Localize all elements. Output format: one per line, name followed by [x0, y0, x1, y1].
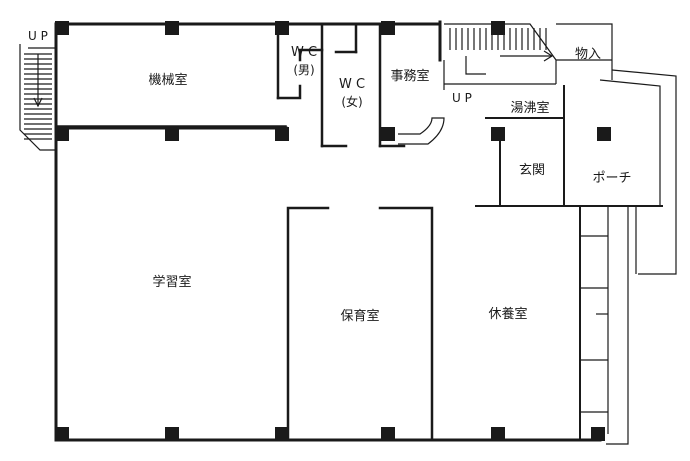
structural-column — [55, 127, 69, 141]
storage-label: 物入 — [575, 47, 601, 62]
stair-up-label-left: U P — [28, 29, 48, 43]
structural-column — [275, 127, 289, 141]
structural-column — [381, 427, 395, 441]
wc-men-sub-label: (男) — [293, 63, 314, 77]
office-walls — [378, 117, 445, 148]
structural-column — [381, 127, 395, 141]
wc-women-sub-label: (女) — [341, 94, 362, 109]
stair-up-label-right: U P — [452, 91, 472, 105]
structural-column — [165, 21, 179, 35]
entrance-walls — [475, 85, 663, 207]
porch-label: ポーチ — [592, 171, 631, 186]
structural-column — [591, 427, 605, 441]
structural-column — [55, 21, 69, 35]
wc-women-label: W C — [339, 77, 365, 92]
structural-column — [275, 427, 289, 441]
structural-column — [491, 127, 505, 141]
side-cabinets — [579, 205, 637, 445]
columns — [55, 21, 611, 441]
nursery-room-label: 保育室 — [340, 308, 379, 324]
structural-column — [597, 127, 611, 141]
office-label: 事務室 — [390, 68, 429, 84]
structural-column — [165, 427, 179, 441]
right-stair: U P — [443, 23, 557, 105]
wc-men-label: W C — [291, 45, 317, 60]
machine-room-label: 機械室 — [148, 72, 187, 88]
kitchenette-label: 湯沸室 — [510, 100, 549, 116]
structural-column — [275, 21, 289, 35]
study-room-label: 学習室 — [152, 274, 191, 290]
outer-walls — [54, 20, 602, 442]
nursery-room-walls — [286, 206, 434, 442]
structural-column — [55, 427, 69, 441]
left-stair: U P — [19, 29, 56, 151]
structural-column — [491, 21, 505, 35]
structural-column — [491, 427, 505, 441]
structural-column — [381, 21, 395, 35]
structural-column — [165, 127, 179, 141]
entrance-label: 玄関 — [519, 163, 545, 178]
rest-room-label: 休養室 — [488, 306, 527, 322]
storage-walls — [556, 23, 677, 275]
wc-walls — [298, 22, 382, 148]
